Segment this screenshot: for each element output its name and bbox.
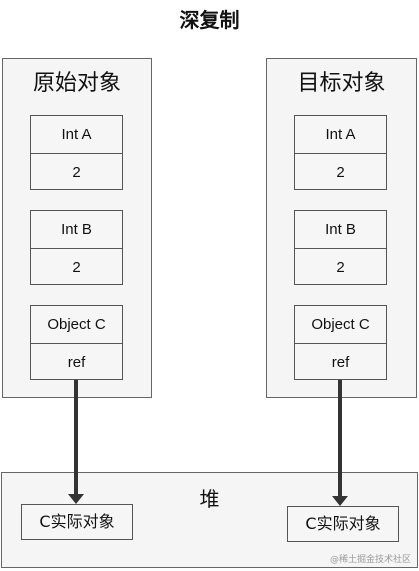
field-name: Object C (31, 306, 122, 344)
diagram-title: 深复制 (179, 8, 240, 32)
field-name: Int B (31, 211, 122, 249)
source-object-label: 原始对象 (32, 71, 121, 96)
target-field-int-b: Int B 2 (294, 210, 387, 285)
source-object-panel: 原始对象 Int A 2 Int B 2 Object C ref (2, 58, 152, 398)
heap-panel: 堆 C实际对象 C实际对象 @稀土掘金技术社区 (1, 472, 418, 568)
field-value: 2 (336, 164, 345, 181)
heap-object-target: C实际对象 (287, 506, 399, 542)
target-ref-arrowhead (332, 496, 348, 506)
field-name: Int B (295, 211, 386, 249)
heap-label: 堆 (199, 487, 220, 511)
field-value: 2 (336, 259, 345, 276)
target-object-label: 目标对象 (297, 71, 386, 96)
field-value: 2 (72, 164, 81, 181)
target-field-object-c: Object C ref (294, 305, 387, 380)
field-value: ref (67, 354, 86, 371)
watermark: @稀土掘金技术社区 (329, 555, 411, 565)
source-ref-arrowhead (68, 494, 84, 504)
source-field-int-b: Int B 2 (30, 210, 123, 285)
field-name: Object C (295, 306, 386, 344)
heap-object-source: C实际对象 (21, 504, 133, 540)
field-value: ref (331, 354, 350, 371)
source-field-object-c: Object C ref (30, 305, 123, 380)
field-name: Int A (295, 116, 386, 154)
field-name: Int A (31, 116, 122, 154)
source-field-int-a: Int A 2 (30, 115, 123, 190)
target-object-panel: 目标对象 Int A 2 Int B 2 Object C ref (266, 58, 417, 398)
field-value: 2 (72, 259, 81, 276)
target-field-int-a: Int A 2 (294, 115, 387, 190)
